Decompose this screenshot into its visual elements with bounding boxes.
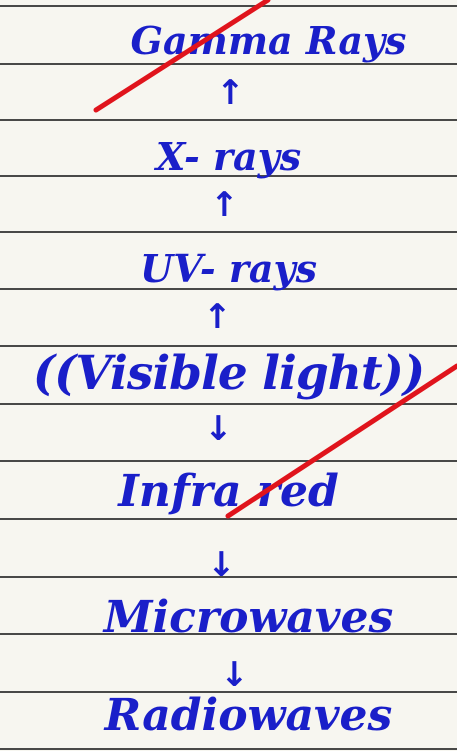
label-gamma-rays: Gamma Rays <box>130 18 407 63</box>
label-infrared: Infra red <box>118 466 339 517</box>
label-microwaves: Microwaves <box>103 592 394 643</box>
arrow-up-icon: ↑ <box>216 73 245 113</box>
arrow-up-icon: ↑ <box>210 185 239 225</box>
arrow-down-icon: ↓ <box>204 409 233 449</box>
label-uv-rays: UV- rays <box>140 246 317 291</box>
arrow-down-icon: ↓ <box>220 655 249 695</box>
label-visible-light: ((Visible light)) <box>32 346 425 401</box>
arrow-up-icon: ↑ <box>203 297 232 337</box>
label-x-rays: X- rays <box>155 134 302 179</box>
label-radiowaves: Radiowaves <box>104 690 393 741</box>
arrow-down-icon: ↓ <box>207 545 236 585</box>
